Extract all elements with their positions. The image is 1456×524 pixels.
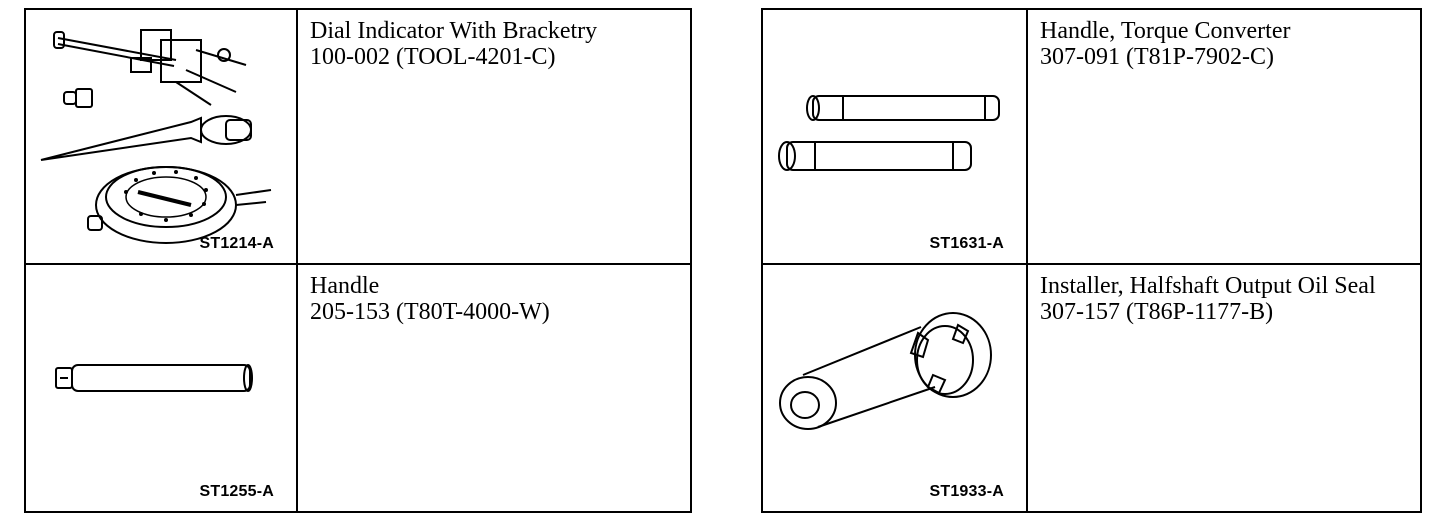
tool-name: Handle, Torque Converter	[1040, 18, 1291, 44]
tool-illustration-cell: ST1214-A	[24, 8, 298, 265]
tool-description-cell: Installer, Halfshaft Output Oil Seal 307…	[1026, 263, 1422, 513]
tool-table-left: ST1214-A Dial Indicator With Bracketry 1…	[24, 8, 692, 513]
table-row: ST1255-A Handle 205-153 (T80T-4000-W)	[24, 263, 692, 513]
torque-converter-handle-icon	[778, 95, 1000, 171]
tool-number: 205-153 (T80T-4000-W)	[310, 299, 550, 325]
tool-description-cell: Dial Indicator With Bracketry 100-002 (T…	[296, 8, 692, 265]
tool-name: Dial Indicator With Bracketry	[310, 18, 598, 44]
tool-name: Installer, Halfshaft Output Oil Seal	[1040, 273, 1376, 299]
tool-table-right: ST1631-A Handle, Torque Converter 307-09…	[761, 8, 1422, 513]
handle-rod-icon	[55, 364, 253, 392]
table-row: ST1214-A Dial Indicator With Bracketry 1…	[24, 8, 692, 265]
figure-id: ST1933-A	[929, 483, 1004, 500]
figure-id: ST1631-A	[929, 235, 1004, 252]
tool-description-cell: Handle, Torque Converter 307-091 (T81P-7…	[1026, 8, 1422, 265]
tool-illustration-cell: ST1933-A	[761, 263, 1028, 513]
tool-number: 100-002 (TOOL-4201-C)	[310, 44, 556, 70]
tool-number: 307-091 (T81P-7902-C)	[1040, 44, 1274, 70]
table-row: ST1933-A Installer, Halfshaft Output Oil…	[761, 263, 1422, 513]
tool-description-cell: Handle 205-153 (T80T-4000-W)	[296, 263, 692, 513]
tool-name: Handle	[310, 273, 380, 299]
seal-installer-icon	[779, 312, 992, 430]
tool-illustration-cell: ST1255-A	[24, 263, 298, 513]
figure-id: ST1255-A	[199, 483, 274, 500]
figure-id: ST1214-A	[199, 235, 274, 252]
table-row: ST1631-A Handle, Torque Converter 307-09…	[761, 8, 1422, 265]
dial-indicator-bracketry-icon	[40, 29, 272, 244]
tool-number: 307-157 (T86P-1177-B)	[1040, 299, 1274, 325]
tool-illustration-cell: ST1631-A	[761, 8, 1028, 265]
